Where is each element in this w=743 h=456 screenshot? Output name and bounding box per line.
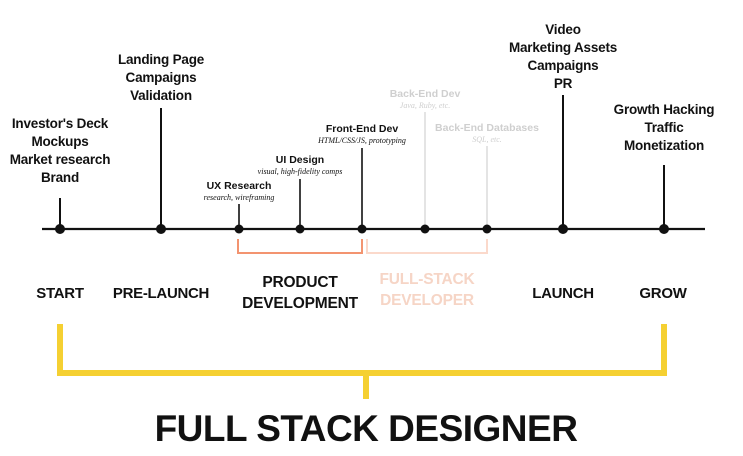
product-development-line: PRODUCT — [262, 274, 338, 291]
group-product-development: PRODUCT DEVELOPMENT — [230, 272, 370, 314]
start-detail-line: Brand — [40, 170, 79, 185]
ux-research-title: UX Research — [206, 180, 272, 192]
dot-start — [55, 224, 65, 234]
launch-detail-line: Marketing Assets — [508, 40, 618, 55]
phase-launch: LAUNCH — [532, 285, 594, 302]
start-detail-line: Investor's Deck — [11, 116, 109, 131]
prelaunch-detail-line: Validation — [130, 88, 192, 103]
sub-milestone-back-end-dev: Back-End Dev Java, Ruby, etc. — [370, 88, 480, 111]
start-detail-line: Mockups — [31, 134, 89, 149]
diagram-title: FULL STACK DESIGNER — [154, 408, 578, 449]
phase-grow: GROW — [639, 285, 687, 302]
milestone-launch-details: Video Marketing Assets Campaigns PR — [493, 21, 633, 93]
dot-be — [420, 224, 430, 234]
sub-milestone-front-end-dev: Front-End Dev HTML/CSS/JS, prototyping — [302, 123, 422, 146]
ui-design-subtitle: visual, high-fidelity comps — [257, 167, 343, 176]
sub-milestone-ui-design: UI Design visual, high-fidelity comps — [240, 154, 360, 177]
dot-grow — [659, 224, 669, 234]
milestone-grow-details: Growth Hacking Traffic Monetization — [596, 101, 732, 155]
dot-fe — [357, 224, 367, 234]
front-end-dev-subtitle: HTML/CSS/JS, prototyping — [318, 136, 406, 145]
prelaunch-detail-line: Landing Page — [117, 52, 205, 67]
launch-detail-line: Video — [545, 22, 581, 37]
back-end-databases-title: Back-End Databases — [435, 122, 539, 134]
ux-research-subtitle: research, wireframing — [203, 193, 275, 202]
milestone-prelaunch-details: Landing Page Campaigns Validation — [101, 51, 221, 105]
sub-milestone-back-end-databases: Back-End Databases SQL, etc. — [422, 122, 552, 145]
launch-detail-line: PR — [553, 76, 573, 91]
full-stack-developer-line: DEVELOPER — [380, 292, 474, 309]
back-end-databases-subtitle: SQL, etc. — [472, 135, 502, 144]
group-full-stack-developer: FULL-STACK DEVELOPER — [362, 269, 492, 311]
dot-launch — [558, 224, 568, 234]
grow-detail-line: Growth Hacking — [613, 102, 715, 117]
dot-bedb — [482, 224, 492, 234]
grow-detail-line: Monetization — [623, 138, 705, 153]
grow-detail-line: Traffic — [644, 120, 684, 135]
milestone-start-details: Investor's Deck Mockups Market research … — [0, 115, 120, 187]
full-stack-developer-line: FULL-STACK — [379, 271, 475, 288]
prelaunch-detail-line: Campaigns — [125, 70, 197, 85]
start-detail-line: Market research — [9, 152, 111, 167]
ui-design-title: UI Design — [275, 154, 325, 166]
product-development-bracket — [237, 239, 363, 254]
dot-prelaunch — [156, 224, 166, 234]
dot-ux — [234, 224, 244, 234]
phase-prelaunch: PRE-LAUNCH — [112, 285, 210, 302]
full-stack-designer-bracket — [57, 324, 667, 376]
dot-ui — [295, 224, 305, 234]
launch-detail-line: Campaigns — [527, 58, 599, 73]
phase-start: START — [36, 285, 84, 302]
product-development-line: DEVELOPMENT — [242, 295, 358, 312]
sub-milestone-ux-research: UX Research research, wireframing — [184, 180, 294, 203]
full-stack-developer-bracket — [366, 239, 488, 254]
front-end-dev-title: Front-End Dev — [325, 123, 399, 135]
back-end-dev-subtitle: Java, Ruby, etc. — [399, 101, 451, 110]
back-end-dev-title: Back-End Dev — [389, 88, 461, 100]
